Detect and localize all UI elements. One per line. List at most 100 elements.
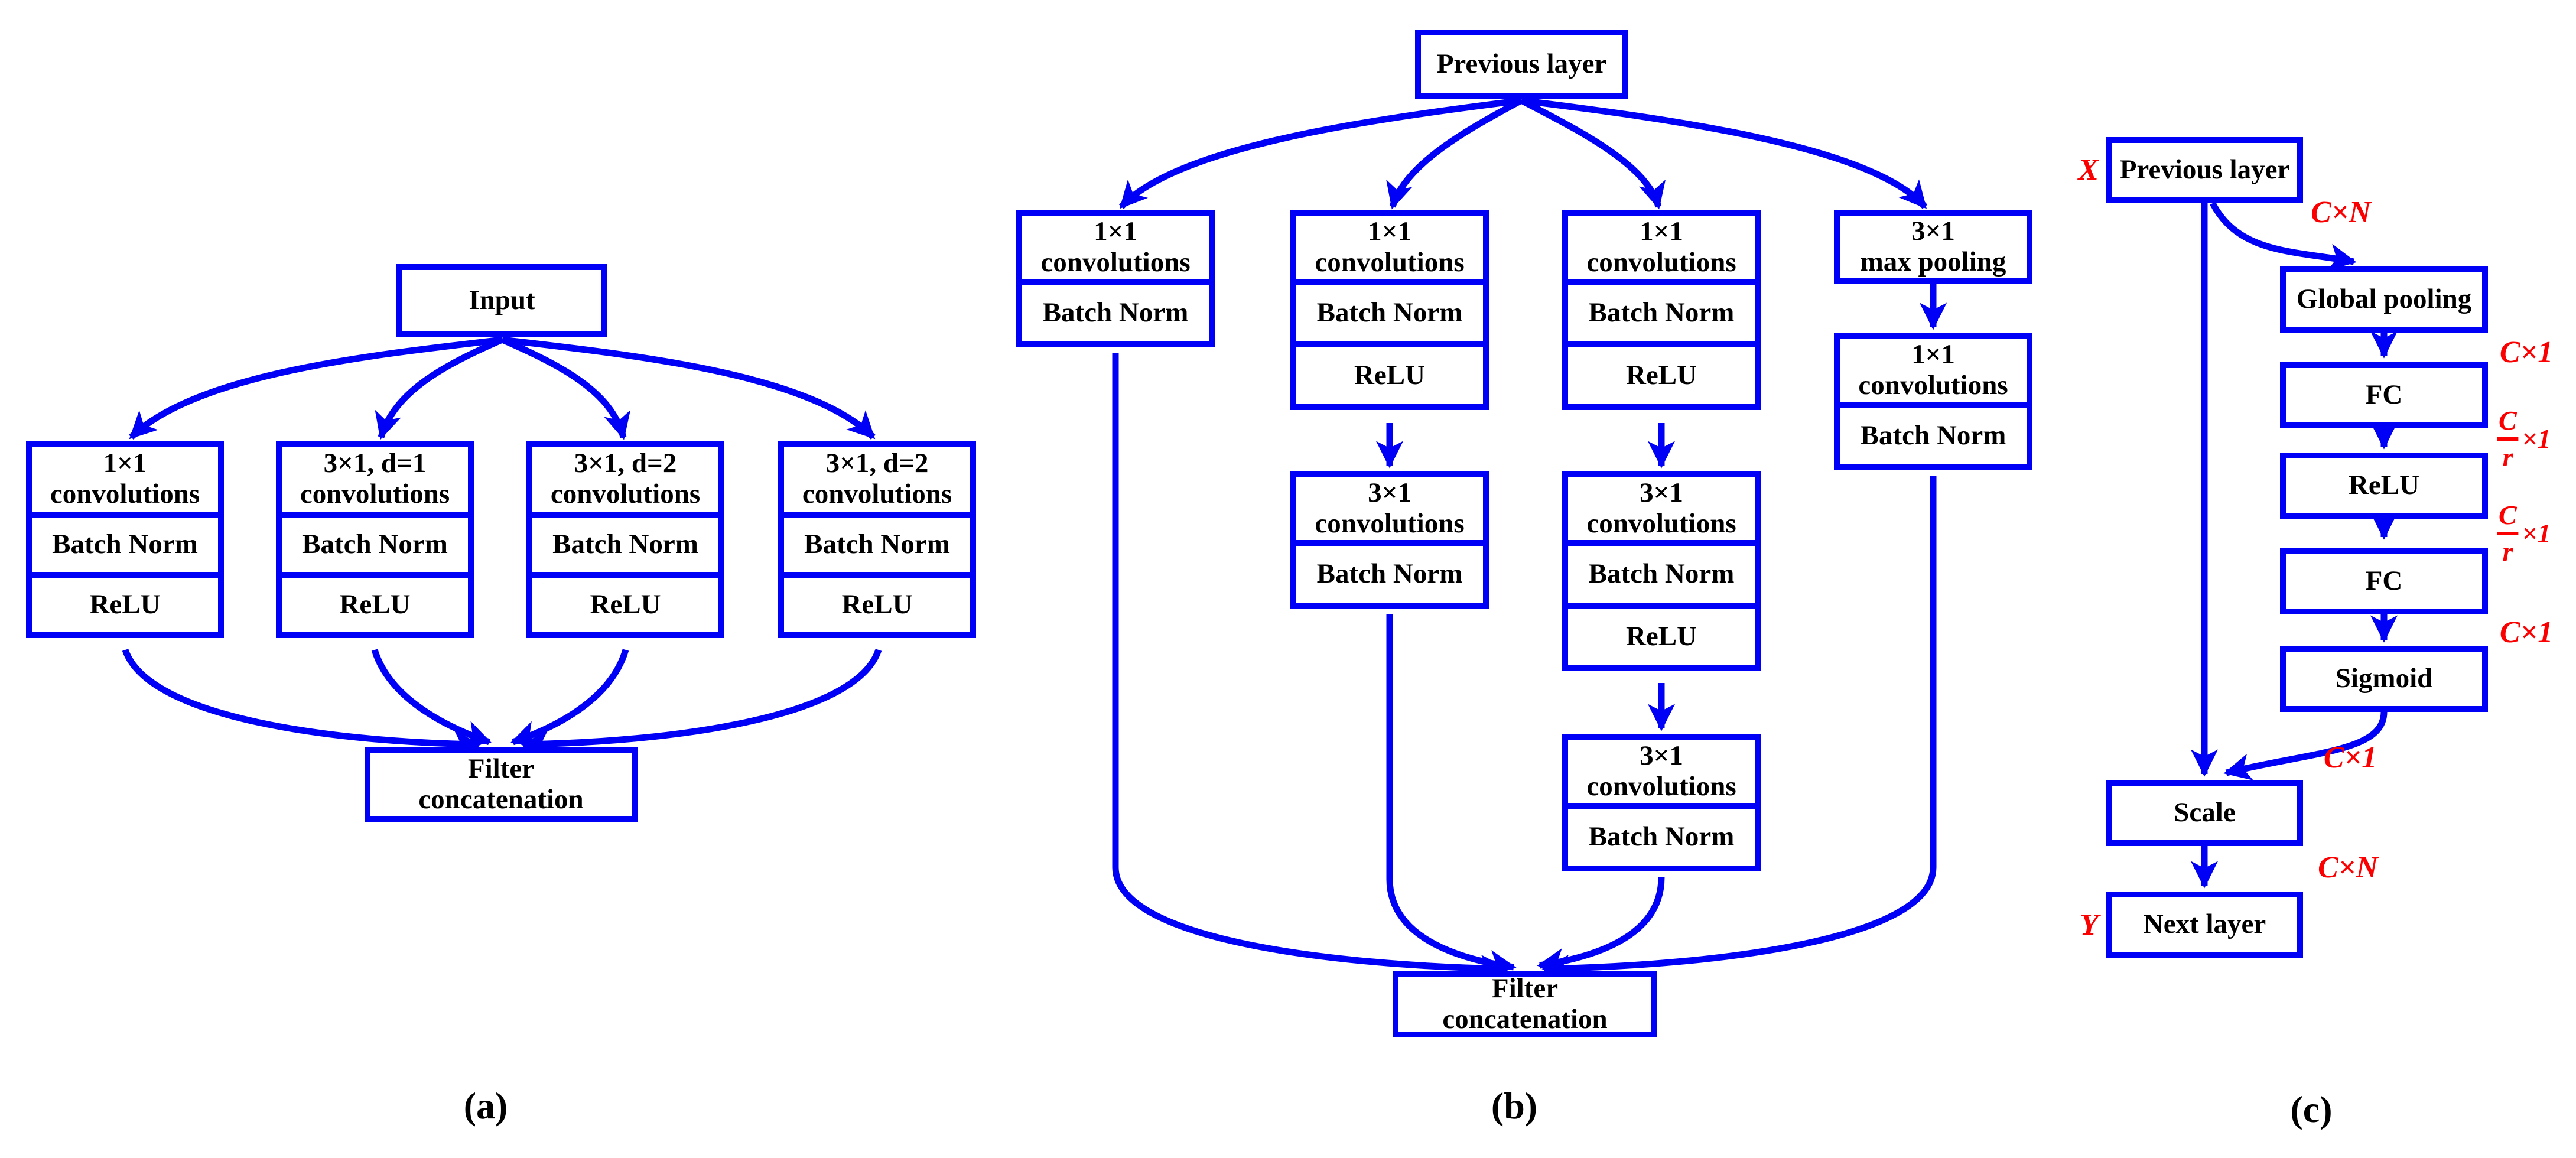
label-cxn-bottom: C×N [2318,851,2378,884]
a-input-box: Input [396,264,607,337]
label-c-over-r-x1-after-fc1: C r ×1 [2497,407,2551,471]
label-cx1-after-fc2: C×1 [2499,616,2554,649]
fraction: C r [2497,405,2519,472]
kernel-size-label: 3×1, d=1 [323,448,427,479]
c-scale-box: Scale [2106,780,2303,846]
a-branch4-batchnorm-cell: Batch Norm [784,512,970,572]
convolutions-label: convolutions [802,479,952,509]
b-branch3-conv3-cell: 3×1 convolutions [1568,740,1755,803]
b-branch1-stack: 1×1 convolutions Batch Norm [1016,210,1215,347]
kernel-size-label: 1×1 [103,448,147,479]
caption-b: (b) [1491,1085,1538,1127]
b-branch3-stack2: 3×1 convolutions Batch Norm ReLU [1562,471,1761,671]
fraction-bar [2497,532,2519,535]
global-pooling-label: Global pooling [2296,284,2472,315]
b-branch2-batchnorm-cell: Batch Norm [1296,279,1483,341]
label-cx1-after-sigmoid: C×1 [2323,741,2377,775]
previous-layer-label: Previous layer [2119,154,2290,186]
b-branch2-batchnorm2-cell: Batch Norm [1296,540,1483,603]
batch-norm-label: Batch Norm [1588,558,1735,590]
kernel-size-label: 3×1 [1368,477,1411,509]
kernel-size-label: 3×1, d=2 [574,448,677,479]
convolutions-label: convolutions [1040,247,1191,278]
fraction-bar [2497,437,2519,441]
label-x: X [2078,153,2099,187]
filter-concatenation-label: Filter [1491,973,1559,1004]
a-filter-concatenation-box: Filter concatenation [365,747,638,822]
a-branch1-relu-cell: ReLU [32,572,218,632]
next-layer-label: Next layer [2143,909,2266,940]
c-previous-layer-box: Previous layer [2106,137,2303,203]
convolutions-label: convolutions [300,479,450,509]
c-relu-box: ReLU [2280,453,2488,519]
batch-norm-label: Batch Norm [52,529,198,560]
filter-concatenation-label: concatenation [418,784,584,815]
relu-label: ReLU [339,589,411,620]
fraction-numerator: C [2499,405,2517,435]
a-branch2-relu-cell: ReLU [282,572,468,632]
sigmoid-label: Sigmoid [2335,663,2433,694]
previous-layer-label: Previous layer [1436,48,1607,80]
fc-label: FC [2365,379,2403,411]
batch-norm-label: Batch Norm [1860,420,2006,451]
a-branch2-stack: 3×1, d=1 convolutions Batch Norm ReLU [276,441,474,638]
kernel-size-label: 3×1 [1640,477,1683,509]
a-branch3-relu-cell: ReLU [532,572,718,632]
a-branch4-conv-cell: 3×1, d=2 convolutions [784,447,970,512]
c-next-layer-box: Next layer [2106,892,2303,958]
batch-norm-label: Batch Norm [302,529,448,560]
relu-label: ReLU [1354,360,1426,391]
filter-concatenation-label: Filter [467,753,535,785]
b-branch3-relu2-cell: ReLU [1568,603,1755,665]
relu-label: ReLU [1625,621,1697,652]
c-fc1-box: FC [2280,362,2488,428]
caption-c: (c) [2290,1088,2333,1130]
batch-norm-label: Batch Norm [552,529,698,560]
scale-label: Scale [2174,797,2236,828]
convolutions-label: convolutions [550,479,701,509]
relu-label: ReLU [841,589,913,620]
batch-norm-label: Batch Norm [1588,297,1735,328]
b-branch4-batchnorm-cell: Batch Norm [1840,402,2027,464]
b-branch3-conv-cell: 1×1 convolutions [1568,216,1755,279]
label-cx1-after-pooling: C×1 [2499,336,2554,369]
b-branch3-relu-cell: ReLU [1568,341,1755,404]
fraction-suffix: ×1 [2522,518,2551,548]
relu-label: ReLU [89,589,161,620]
a-branch2-batchnorm-cell: Batch Norm [282,512,468,572]
fraction-numerator: C [2499,500,2517,530]
convolutions-label: convolutions [1586,247,1736,278]
a-branch1-stack: 1×1 convolutions Batch Norm ReLU [26,441,224,638]
b-branch4-stack2: 1×1 convolutions Batch Norm [1834,333,2032,470]
b-branch1-batchnorm-cell: Batch Norm [1022,279,1209,341]
a-branch1-batchnorm-cell: Batch Norm [32,512,218,572]
c-sigmoid-box: Sigmoid [2280,646,2488,712]
relu-label: ReLU [1625,360,1697,391]
b-branch2-stack2: 3×1 convolutions Batch Norm [1290,471,1489,609]
b-branch4-maxpool-box: 3×1 max pooling [1834,210,2032,284]
batch-norm-label: Batch Norm [804,529,950,560]
label-cxn-top: C×N [2311,196,2371,229]
convolutions-label: convolutions [1858,370,2008,401]
kernel-size-label: 1×1 [1640,216,1683,248]
a-branch4-stack: 3×1, d=2 convolutions Batch Norm ReLU [778,441,976,638]
fraction-suffix: ×1 [2522,424,2551,454]
label-c-over-r-x1-after-relu: C r ×1 [2497,502,2551,565]
kernel-size-label: 3×1 [1911,216,1955,247]
convolutions-label: convolutions [50,479,200,509]
c-fc2-box: FC [2280,548,2488,614]
b-branch3-conv2-cell: 3×1 convolutions [1568,477,1755,540]
fraction-denominator: r [2502,536,2513,567]
a-branch1-conv-cell: 1×1 convolutions [32,447,218,512]
b-branch4-maxpool-cell: 3×1 max pooling [1840,216,2027,278]
filter-concatenation-label: concatenation [1442,1004,1608,1035]
fc-label: FC [2365,565,2403,597]
b-branch2-stack1: 1×1 convolutions Batch Norm ReLU [1290,210,1489,410]
fraction-denominator: r [2502,442,2513,472]
kernel-size-label: 1×1 [1911,339,1955,370]
b-branch2-relu-cell: ReLU [1296,341,1483,404]
b-filter-concatenation-box: Filter concatenation [1393,971,1657,1037]
b-branch3-batchnorm-cell: Batch Norm [1568,279,1755,341]
